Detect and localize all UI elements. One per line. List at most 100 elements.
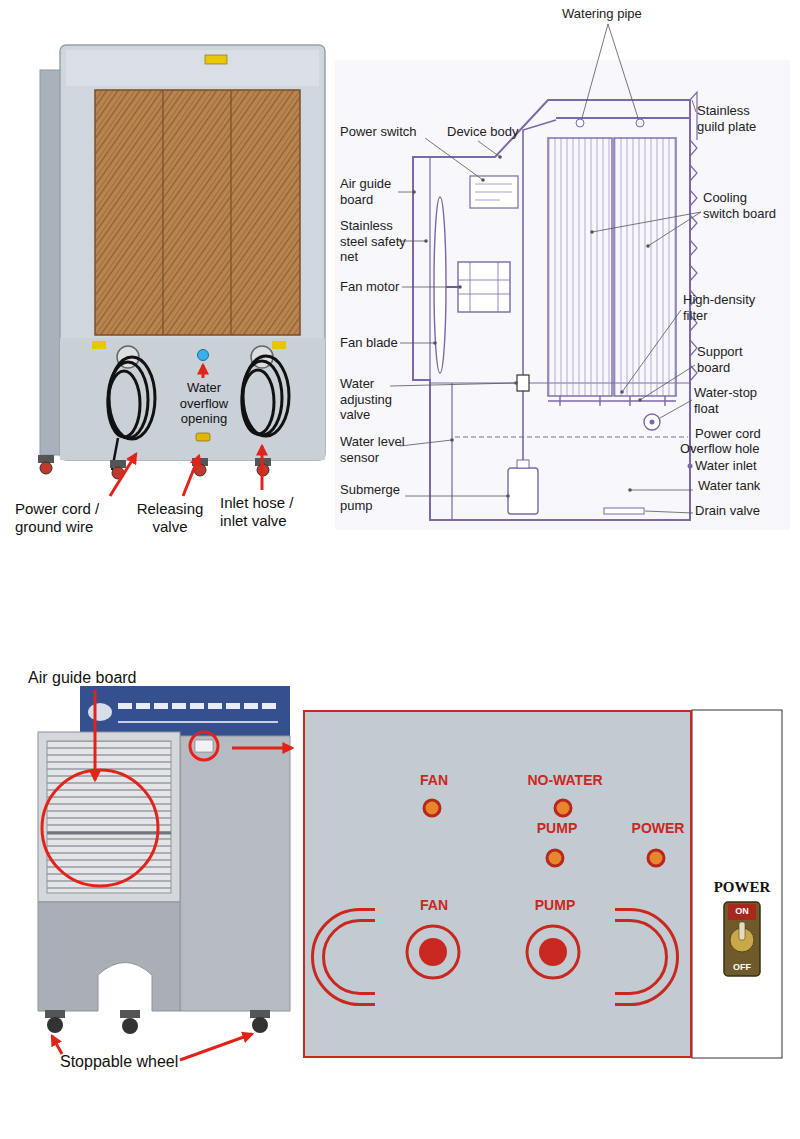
leader-dot [424, 239, 428, 243]
cooler-photo [180, 736, 290, 1011]
toggle-switch [739, 922, 745, 940]
cooler-photo [272, 341, 286, 349]
schematic [523, 120, 556, 468]
schematic [556, 117, 690, 119]
switch-label: POWER [694, 878, 790, 896]
switch-state: OFF [727, 962, 757, 973]
part-label: Submerge pump [340, 482, 410, 513]
callout-arrow [52, 690, 292, 1060]
leader-dot [412, 155, 650, 498]
part-label: Stainless guild plate [697, 103, 777, 134]
part-label: Stainless steel safety net [340, 218, 418, 265]
cooler-photo [47, 741, 171, 893]
leader-line [630, 490, 693, 491]
leader-dot [638, 398, 642, 402]
callout-label: Inlet hose / inlet valve [220, 494, 315, 530]
schematic [517, 460, 529, 468]
part-label: Water inlet [695, 458, 790, 474]
part-label: Air guide board [340, 176, 406, 207]
schematic [335, 60, 790, 530]
leader-line [400, 440, 452, 446]
cooler-photo [60, 338, 325, 460]
callout-label: Releasing valve [132, 500, 208, 536]
indicator-led [547, 850, 563, 866]
cooler-photo [40, 45, 325, 460]
switch-state: ON [727, 906, 757, 917]
callout-arrow [183, 456, 199, 496]
leader-dot [514, 381, 518, 385]
panel-bracket [318, 915, 375, 999]
highlight-circle [42, 732, 218, 886]
leader-dot [450, 438, 454, 442]
panel-bracket [615, 915, 672, 999]
leader-line [582, 24, 638, 118]
highlight-circle [42, 770, 158, 886]
cooler-photo [122, 1018, 138, 1034]
schematic [548, 138, 612, 396]
part-label: Fan blade [340, 335, 420, 351]
indicator-led [424, 800, 664, 866]
panel-bracket [615, 915, 672, 999]
leader-line [405, 496, 508, 497]
panel-face [303, 710, 692, 1058]
part-label: Fan motor [340, 279, 420, 295]
toggle-switch [724, 902, 760, 976]
leader-dot [628, 488, 632, 492]
cooler-photo [95, 90, 300, 335]
panel-face [303, 710, 782, 1058]
callout-arrow [94, 690, 97, 780]
cooler-photo [252, 1017, 268, 1033]
push-button [407, 926, 579, 978]
panel-label: POWER [598, 820, 718, 837]
schematic [690, 140, 697, 381]
push-button [539, 938, 567, 966]
callout-arrow [110, 454, 136, 496]
leader-line [640, 365, 695, 400]
schematic [434, 197, 446, 373]
schematic [548, 396, 676, 406]
part-label: Water adjusting valve [340, 376, 406, 423]
toggle-switch [728, 904, 756, 920]
highlight-circle [190, 732, 218, 760]
schematic [690, 92, 697, 140]
cooler-photo [47, 1017, 63, 1033]
part-label: Watering pipe [562, 6, 682, 22]
schematic [688, 464, 693, 469]
leader-dot [412, 190, 416, 194]
caster-wheel [38, 455, 271, 479]
cooler-photo [80, 686, 290, 736]
cooler-photo [250, 1010, 270, 1018]
caster-wheel [40, 462, 52, 474]
leader-dot [620, 390, 624, 394]
leader-dot [498, 155, 502, 159]
callout-label: Power cord / ground wire [15, 500, 133, 536]
indicator-led [555, 800, 571, 816]
cooler-photo [38, 686, 290, 1034]
schematic [517, 375, 529, 391]
callout-arrow [180, 1034, 252, 1060]
panel-label: FAN [374, 897, 494, 914]
leader-dot [481, 178, 485, 182]
panel-label: PUMP [497, 820, 617, 837]
cooler-photo [47, 832, 171, 835]
callout-arrow [52, 1036, 62, 1054]
panel-bracket [318, 915, 672, 999]
push-button [407, 926, 459, 978]
hose-coil [109, 357, 155, 439]
callout-arrow [110, 365, 262, 496]
cooler-photo [198, 350, 209, 361]
hose-coil [108, 371, 140, 437]
push-button [527, 926, 579, 978]
push-button [419, 938, 447, 966]
cooler-photo [196, 433, 210, 441]
schematic [644, 414, 660, 430]
part-label: Water tank [698, 478, 790, 494]
schematic [335, 60, 790, 530]
leader-line [425, 138, 483, 180]
leader-line [400, 343, 435, 344]
cooler-photo [38, 732, 180, 902]
part-label: Device body [447, 124, 547, 140]
panel-label: FAN [374, 772, 494, 789]
